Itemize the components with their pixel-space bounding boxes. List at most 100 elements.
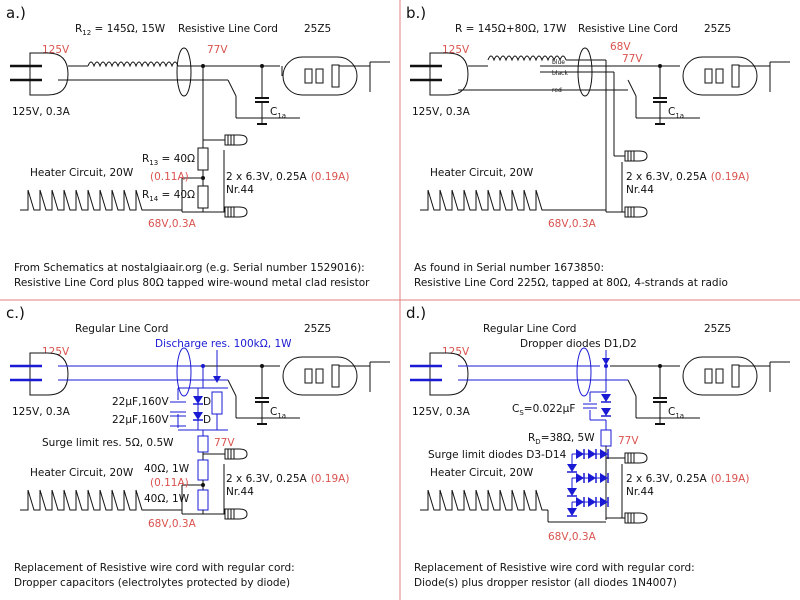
panel-d-diode-d6-icon <box>566 463 578 473</box>
panel-a-r14 <box>197 185 209 209</box>
panel-d-diode-d2-icon <box>600 407 612 417</box>
panel-d-cs: CS=0.022µF <box>512 403 575 417</box>
panel-c-cap1: 22µF,160V <box>112 396 169 408</box>
panel-b-label: b.) <box>406 4 426 22</box>
panel-a-tube-icon <box>282 56 358 96</box>
panel-a-r14-label: R14 = 40Ω <box>142 189 195 203</box>
panel-a-cap: C1a <box>270 106 286 120</box>
panel-c-plug-icon <box>29 352 69 396</box>
panel-b-v-tap: 68V <box>610 41 631 53</box>
panel-b-wire-red: red <box>552 87 562 94</box>
panel-d-supply: 125V, 0.3A <box>412 406 471 418</box>
panel-a-v-out: 77V <box>207 44 228 56</box>
panel-d-tube-label: 25Z5 <box>704 323 731 335</box>
panel-b-supply: 125V, 0.3A <box>412 106 471 118</box>
panel-a-r13-label: R13 = 40Ω <box>142 153 195 167</box>
panel-b-heater-icon <box>419 189 549 211</box>
panel-b-note-1: As found in Serial number 1673850: <box>414 262 604 274</box>
panel-d-surge: Surge limit diodes D3-D14 <box>428 449 567 461</box>
panel-b-tube-label: 25Z5 <box>704 23 731 35</box>
panel-b-title: R = 145Ω+80Ω, 17W <box>455 23 567 35</box>
panel-b-tube-icon <box>682 56 758 96</box>
panel-b-wire-blue: blue <box>552 59 565 66</box>
panel-b-cap: C1a <box>668 106 684 120</box>
panel-c-discharge-resistor <box>211 391 223 415</box>
panel-d-diode-d1-icon <box>600 393 612 403</box>
panel-b-lamp-type: Nr.44 <box>626 184 654 196</box>
panel-c-r2-label: 40Ω, 1W <box>144 493 190 505</box>
panel-d-diode-d3-icon <box>575 448 585 460</box>
panel-d-v-out: 77V <box>618 435 639 447</box>
panel-a-title: R12 = 145Ω, 15W <box>75 23 166 37</box>
panel-a-lamp-bottom-icon <box>224 206 248 218</box>
panel-c-heater-out: 68V,0.3A <box>148 518 197 530</box>
panel-a-tube-label: 25Z5 <box>304 23 331 35</box>
panel-c-tube-label: 25Z5 <box>304 323 331 335</box>
panel-d-rd <box>600 429 612 447</box>
panel-c-discharge: Discharge res. 100kΩ, 1W <box>155 338 292 350</box>
panel-c: c.) Regular Line Cord 25Z5 Discharge res… <box>6 304 390 589</box>
panel-c-heater-icon <box>19 489 149 511</box>
panel-d-note-2: Diode(s) plus dropper resistor (all diod… <box>414 577 677 589</box>
panel-d-heater-icon <box>419 489 549 511</box>
panel-d-label: d.) <box>406 304 426 322</box>
panel-b-lamp-top-icon <box>624 150 648 162</box>
panel-b-plug-icon <box>429 52 469 96</box>
panel-b-coil <box>487 55 567 62</box>
panel-c-r1-current: (0.11A) <box>150 477 189 489</box>
panel-a-lamp-type: Nr.44 <box>226 184 254 196</box>
panel-b-lamps: 2 x 6.3V, 0.25A(0.19A) <box>626 171 749 183</box>
panel-c-d2: D <box>203 414 211 426</box>
panel-c-r1 <box>197 459 209 481</box>
panel-d-rd-label: RD=38Ω, 5W <box>528 432 595 446</box>
panel-d-diode-d4-icon <box>587 448 597 460</box>
panel-c-heater-label: Heater Circuit, 20W <box>30 467 134 479</box>
panel-a-cord-sleeve <box>176 47 192 97</box>
panel-b-heater-label: Heater Circuit, 20W <box>430 167 534 179</box>
panel-c-r2 <box>197 489 209 511</box>
panel-d-note-1: Replacement of Resistive wire cord with … <box>414 562 695 574</box>
panel-b-note-2: Resistive Line Cord 225Ω, tapped at 80Ω,… <box>414 277 728 289</box>
panel-b-cord-label: Resistive Line Cord <box>578 23 678 35</box>
panel-c-cord-sleeve <box>176 347 192 397</box>
panel-c-surge: Surge limit res. 5Ω, 0.5W <box>42 437 174 449</box>
panel-c-cap: C1a <box>270 406 286 420</box>
panel-a-lamp-top-icon <box>224 134 248 146</box>
panel-d-diode-d11-icon <box>575 496 585 508</box>
panel-c-cap2: 22µF,160V <box>112 414 169 426</box>
panel-c-lamp-bottom-icon <box>224 508 248 520</box>
panel-d-diode-d14-icon <box>566 507 578 517</box>
panel-b-wire-black: black <box>552 70 568 77</box>
panel-c-d1: D <box>203 396 211 408</box>
panel-c-tube-icon <box>282 356 358 396</box>
panel-d-heater-label: Heater Circuit, 20W <box>430 467 534 479</box>
panel-a-cord-label: Resistive Line Cord <box>178 23 278 35</box>
panel-b-v-out: 77V <box>622 53 643 65</box>
panel-d-heater-out: 68V,0.3A <box>548 531 597 543</box>
panel-a-heater-label: Heater Circuit, 20W <box>30 167 134 179</box>
panel-b-heater-out: 68V,0.3A <box>548 218 597 230</box>
panel-c-note-1: Replacement of Resistive wire cord with … <box>14 562 295 574</box>
panel-d-lamp-type: Nr.44 <box>626 486 654 498</box>
panel-c-r1-label: 40Ω, 1W <box>144 463 190 475</box>
panel-a-heater-out: 68V,0.3A <box>148 218 197 230</box>
panel-d-diode-d7-icon <box>575 472 585 484</box>
panel-d-tube-icon <box>682 356 758 396</box>
panel-a-lamps: 2 x 6.3V, 0.25A(0.19A) <box>226 171 349 183</box>
panel-a-coil <box>87 61 179 68</box>
panel-d-dropper: Dropper diodes D1,D2 <box>520 338 637 350</box>
panel-d-plug-icon <box>429 352 469 396</box>
panel-c-lamps: 2 x 6.3V, 0.25A(0.19A) <box>226 473 349 485</box>
panel-a-r13-current: (0.11A) <box>150 171 189 183</box>
panel-d-lamp-top-icon <box>624 452 648 464</box>
panel-a: a.) R12 = 145Ω, 15W Resistive Line Cord … <box>6 4 390 289</box>
panel-c-note-2: Dropper capacitors (electrolytes protect… <box>14 577 290 589</box>
panel-d-diode-d8-icon <box>587 472 597 484</box>
panel-c-v-out: 77V <box>214 437 235 449</box>
panel-d-lamp-bottom-icon <box>624 512 648 524</box>
panel-a-supply: 125V, 0.3A <box>12 106 71 118</box>
panel-a-r13 <box>197 147 209 171</box>
panel-d-diode-d13-icon <box>599 496 609 508</box>
panel-a-note-1: From Schematics at nostalgiaair.org (e.g… <box>14 262 365 274</box>
